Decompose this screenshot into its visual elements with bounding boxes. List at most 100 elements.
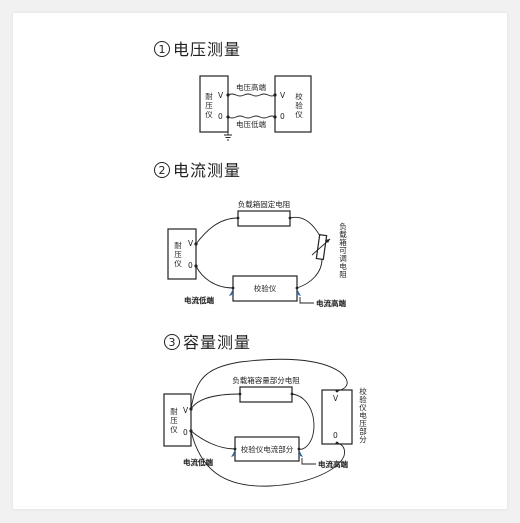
current-low-label: 电流低端 [183,457,213,467]
voltage-low-wire [227,115,276,119]
wire [289,216,321,237]
v-terminal-label: V [188,239,194,248]
voltage-part-label-4: 电 [359,410,367,420]
wire [296,258,323,289]
zero-terminal-label: 0 [183,428,188,437]
terminal-dot [295,286,299,290]
variable-resistor-label-4: 可 [339,246,347,255]
variable-resistor-label-3: 箱 [339,237,347,247]
voltage-low-label: 电压低端 [236,119,266,129]
voltage-high-label: 电压高端 [236,82,266,92]
section-number-circle [154,162,170,178]
wire [195,217,239,245]
high-terminal-marker-icon [297,289,301,296]
voltage-low-wire [190,430,345,487]
section-current: 2 电流测量 耐 压 仪 V 0 负载箱固定电阻 校验仪 负 载 箱 可 调 电… [154,161,347,308]
zero-terminal-label: 0 [218,112,223,121]
terminal-dot [226,93,230,97]
terminal-dot [238,392,242,396]
terminal-dot [236,216,240,220]
voltage-high-wire [227,93,276,97]
wire [190,430,236,450]
current-high-label: 电流高端 [318,459,348,469]
tester-label-3: 仪 [205,110,213,119]
wire [291,393,315,450]
tester-box [199,75,229,133]
tester-label-2: 压 [174,250,182,259]
calibrator-label-3: 仪 [295,110,303,119]
low-terminal-marker-icon [231,450,235,457]
tester-label-1: 耐 [174,240,182,250]
leader-line [299,297,314,304]
calibrator-label-2: 验 [295,100,303,110]
tester-label-3: 仪 [174,259,182,268]
section-number: 3 [169,336,176,349]
section-title: 电压测量 [173,40,241,59]
calibrator-box [274,75,312,133]
terminal-dot [297,447,301,451]
v-terminal-label: V [218,91,224,100]
terminal-dot [335,389,339,393]
calibrator-voltage-box [321,389,353,445]
diagram-card [13,13,507,509]
voltage-part-label-6: 部 [359,426,367,436]
section-voltage: 1 电压测量 耐 压 仪 V 0 V 0 校 验 仪 电压高端 电压低端 [154,40,312,141]
variable-resistor-label-1: 负 [339,221,347,231]
wire [190,393,241,410]
terminal-dot [273,115,277,119]
terminal-dot [194,242,198,246]
section-number-circle [154,41,170,57]
tester-label-2: 压 [170,416,178,425]
fixed-resistor [237,210,291,227]
high-terminal-marker-icon [299,450,303,457]
calibrator-current-box [234,436,300,462]
tester-label-2: 压 [205,101,213,110]
section-title: 容量测量 [183,333,251,352]
variable-resistor-label-7: 阻 [339,270,347,279]
terminal-dot [231,286,235,290]
calibrator-v-label: V [333,394,339,403]
voltage-part-label-1: 校 [359,386,367,396]
terminal-dot [335,441,339,445]
section-title: 电流测量 [173,161,241,180]
tester-box [163,393,192,447]
terminal-dot [288,216,292,220]
variable-resistor-label-5: 调 [339,254,347,263]
capacity-resistor [239,386,293,403]
terminal-dot [189,429,193,433]
calibrator-v-label: V [280,91,286,100]
calibrator-label-1: 校 [295,91,303,101]
calibrator-zero-label: 0 [280,112,285,121]
calibrator-label: 校验仪 [254,283,277,293]
terminal-dot [273,93,277,97]
capacity-resistor-label: 负载箱容量部分电阻 [232,375,300,385]
section-capacity: 3 容量测量 耐 压 仪 V 0 负载箱容量部分电阻 校验仪电流部分 V 0 校… [163,333,367,487]
section-number-circle [164,334,180,350]
terminal-dot [290,392,294,396]
terminal-dot [233,447,237,451]
tester-label-1: 耐 [205,91,213,101]
leader-line [301,458,316,465]
current-low-label: 电流低端 [184,295,214,305]
tester-label-3: 仪 [170,425,178,434]
terminal-dot [194,264,198,268]
ground-icon [224,117,232,141]
section-number: 1 [159,43,166,56]
terminal-dot [189,407,193,411]
fixed-resistor-label: 负载箱固定电阻 [238,199,291,209]
current-high-label: 电流高端 [316,298,346,308]
variable-resistor [311,234,331,261]
calibrator-current-label: 校验仪电流部分 [241,444,294,454]
variable-resistor-label-2: 载 [339,229,347,239]
voltage-high-wire [190,358,348,410]
tester-label-1: 耐 [170,406,178,416]
calibrator-box [232,275,298,302]
voltage-part-label-2: 验 [359,394,367,404]
low-terminal-marker-icon [229,289,233,296]
voltage-part-label-5: 压 [359,419,367,428]
tester-box [167,228,197,280]
v-terminal-label: V [183,406,189,415]
wire [195,265,234,289]
variable-resistor-label-6: 电 [339,261,347,271]
